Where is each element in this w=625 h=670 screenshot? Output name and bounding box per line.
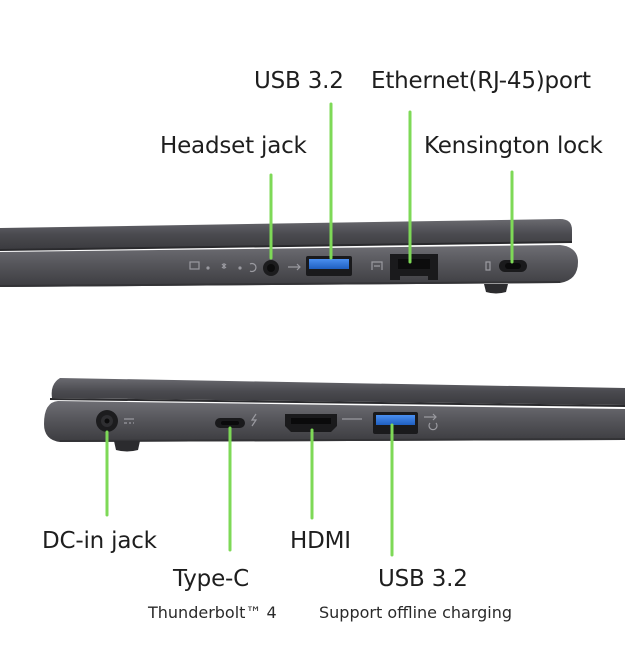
headset-symbol-icon	[249, 262, 257, 273]
thunderbolt-symbol-icon	[250, 413, 258, 427]
usb-symbol-icon	[288, 263, 301, 271]
sublabel-offline-charging: Support offline charging	[319, 603, 513, 622]
laptop-right-lid	[0, 219, 572, 250]
label-ethernet-port: Ethernet(RJ-45)port	[371, 68, 591, 94]
lock-symbol-icon	[485, 261, 491, 271]
label-usb-3-2-right: USB 3.2	[254, 68, 344, 94]
laptop-left-foot	[114, 441, 140, 452]
label-kensington-lock: Kensington lock	[424, 133, 603, 159]
laptop-right-seam	[0, 241, 573, 251]
laptop-right-side	[0, 102, 578, 294]
hdmi-port	[285, 414, 337, 432]
laptop-right-base	[0, 245, 578, 287]
power-indicator-icon	[221, 263, 227, 269]
usb-3-2-port-left	[373, 412, 418, 434]
battery-indicator-icon	[189, 261, 200, 270]
type-c-port	[215, 418, 245, 428]
ethernet-port	[390, 254, 438, 280]
label-usb-3-2-left: USB 3.2	[378, 566, 468, 592]
led-dot-icon	[206, 266, 210, 270]
kensington-lock-slot	[499, 260, 527, 272]
usb-charging-symbol-icon	[424, 413, 438, 431]
ethernet-symbol-icon	[371, 261, 383, 270]
label-headset-jack: Headset jack	[160, 133, 307, 159]
usb-3-2-port-right	[306, 256, 352, 276]
headset-jack-port	[263, 260, 279, 276]
laptop-right-bottom-edge	[0, 281, 561, 287]
status-indicator-icons	[189, 261, 491, 273]
sublabel-thunderbolt-4: Thunderbolt™ 4	[148, 603, 277, 622]
laptop-left-lid	[51, 378, 625, 405]
laptop-right-foot	[484, 284, 508, 294]
label-type-c: Type-C	[173, 566, 249, 592]
laptop-left-side	[44, 378, 625, 557]
dc-symbol-icon	[124, 418, 134, 424]
laptop-left-seam	[49, 398, 625, 407]
led-dot-icon	[238, 266, 242, 270]
laptop-left-bottom-edge	[59, 438, 625, 442]
dc-in-jack-port	[96, 410, 118, 432]
label-hdmi: HDMI	[290, 528, 351, 554]
label-dc-in-jack: DC-in jack	[42, 528, 157, 554]
